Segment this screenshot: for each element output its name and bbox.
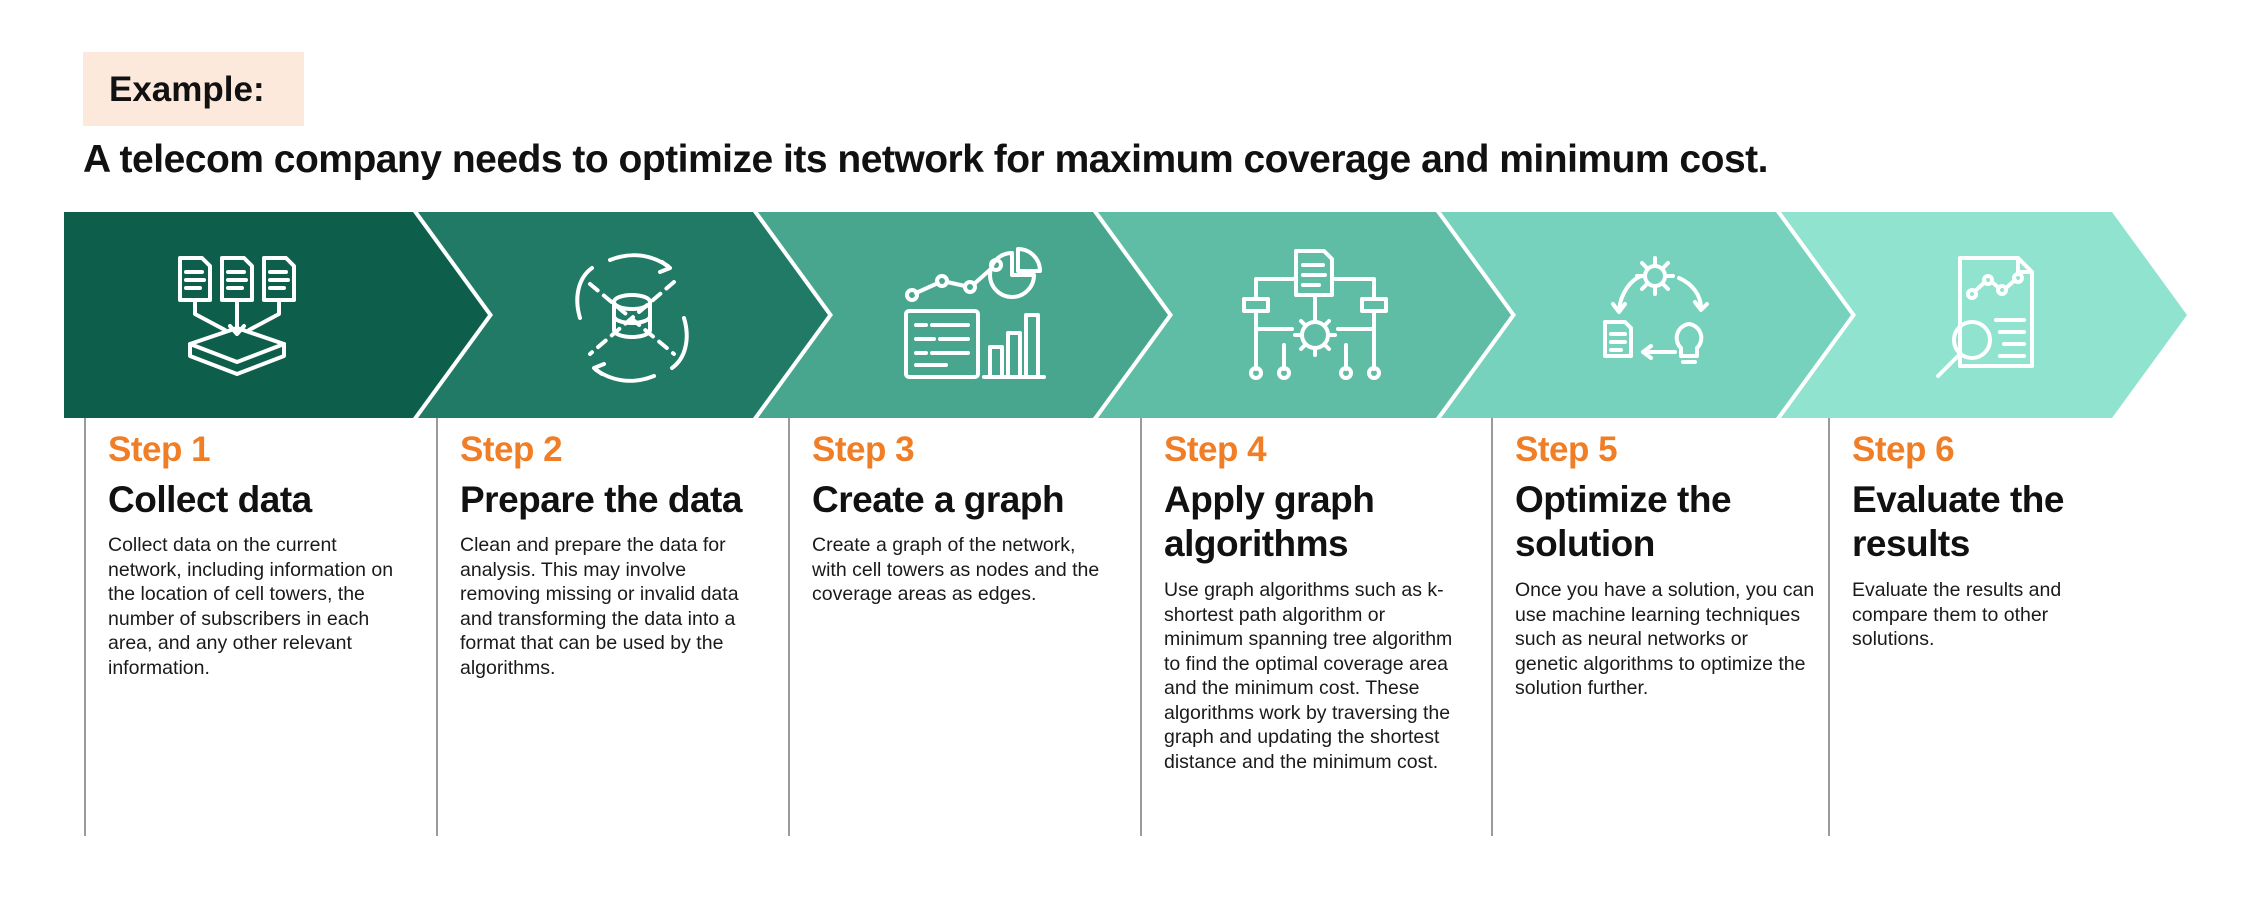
step-label: Step 3 [812,430,915,469]
chevron-step-2 [418,212,828,418]
step-description: Once you have a solution, you can use ma… [1515,579,1815,699]
step-column: Step 3 Create a graph Create a graph of … [788,418,1120,836]
step-description: Collect data on the current network, inc… [108,534,394,679]
step-column: Step 2 Prepare the data Clean and prepar… [436,418,768,836]
step-column: Step 5 Optimize the solution Once you ha… [1491,418,1815,836]
step-column: Step 4 Apply graph algorithms Use graph … [1140,418,1472,836]
step-title: Evaluate the results [1852,479,2064,564]
step-column: Step 1 Collect data Collect data on the … [84,418,416,836]
database-cycle-icon [575,253,689,383]
step-title: Create a graph [812,479,1065,520]
step-description: Create a graph of the network, with cell… [812,534,1100,605]
step-description: Use graph algorithms such as k-shortest … [1164,579,1453,773]
step-label: Step 6 [1852,430,1955,469]
chevron-step-5 [1441,212,1851,418]
step-title: Apply graph algorithms [1164,479,1375,564]
step-label: Step 2 [460,430,563,469]
step-title: Optimize the solution [1515,479,1732,564]
step-title: Collect data [108,479,312,520]
example-label: Example: [109,70,265,109]
step-column: Step 6 Evaluate the results Evaluate the… [1828,418,2170,836]
step-label: Step 5 [1515,430,1618,469]
step-label: Step 4 [1164,430,1267,469]
chevron-step-6 [1781,212,2187,418]
step-title: Prepare the data [460,479,742,520]
example-badge: Example: [83,52,304,126]
optimize-cycle-icon [1603,256,1709,364]
headline: A telecom company needs to optimize its … [83,138,1768,181]
report-magnifier-icon [1936,256,2034,378]
step-description: Clean and prepare the data for analysis.… [460,534,739,679]
algorithm-flow-icon [1242,249,1388,380]
chevron-step-3 [758,212,1168,418]
chart-report-icon [904,247,1046,379]
chevron-step-4 [1098,212,1511,418]
step-description: Evaluate the results and compare them to… [1852,579,2062,650]
step-label: Step 1 [108,430,211,469]
documents-to-database-icon [178,256,296,376]
